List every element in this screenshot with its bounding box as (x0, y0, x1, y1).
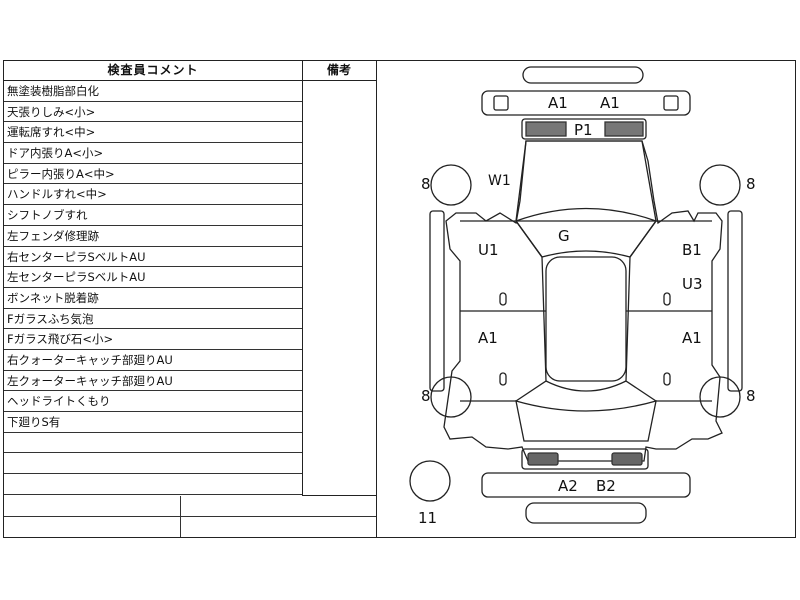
comment-row: ドア内張りA<小> (4, 143, 302, 164)
comment-row (4, 453, 302, 475)
footer-grid (4, 496, 376, 537)
comment-row (4, 474, 302, 495)
comment-row: 無塗装樹脂部白化 (4, 81, 302, 102)
notes-column (302, 81, 376, 496)
comment-row: ボンネット脱着跡 (4, 288, 302, 309)
left-doors (460, 220, 547, 402)
front-bumper (481, 90, 691, 116)
comment-row: 右センターピラSベルトAU (4, 247, 302, 268)
car-damage-diagram: A1 A1 P1 W1 G U1 A1 (376, 61, 795, 537)
windshield-label: W1 (488, 173, 511, 189)
comment-row: 下廻りS有 (4, 412, 302, 433)
tire-rear-left (430, 376, 472, 418)
rear-bumper-label-1: A2 (558, 477, 578, 495)
spare-tire-label: 11 (418, 509, 437, 527)
right-doors (625, 220, 712, 402)
grille-label: P1 (574, 121, 593, 139)
left-front-door-label: U1 (478, 241, 499, 259)
right-rear-door-label: A1 (682, 329, 702, 347)
comment-row: シフトノブすれ (4, 205, 302, 226)
trunk (515, 400, 657, 442)
rear-bumper-label-2: B2 (596, 477, 616, 495)
front-grille (521, 118, 647, 140)
comment-row (4, 433, 302, 454)
tire-front-left (430, 164, 472, 206)
right-side-skirt (727, 210, 743, 392)
front-bumper-label-1: A1 (548, 94, 568, 112)
comment-row: ピラー内張りA<中> (4, 164, 302, 185)
comment-header: 検査員コメント (4, 61, 303, 81)
tire-fl-label: 8 (421, 175, 431, 193)
comment-row: 左クォーターキャッチ部廻りAU (4, 371, 302, 392)
rear-panel (521, 448, 649, 470)
comment-row: 運転席すれ<中> (4, 122, 302, 144)
front-bumper-label-2: A1 (600, 94, 620, 112)
notes-header: 備考 (302, 61, 376, 81)
comment-row: ハンドルすれ<中> (4, 184, 302, 206)
left-side-skirt (429, 210, 445, 392)
spare-tire (409, 460, 451, 502)
tire-rr-label: 8 (746, 387, 756, 405)
comment-row: 左フェンダ修理跡 (4, 226, 302, 247)
rear-bumper (481, 472, 691, 498)
right-mid-label: U3 (682, 275, 703, 293)
inspection-sheet: 検査員コメント 備考 無塗装樹脂部白化天張りしみ<小>運転席すれ<中>ドア内張り… (3, 60, 796, 538)
comment-row: 左センターピラSベルトAU (4, 267, 302, 288)
right-front-door-label: B1 (682, 241, 702, 259)
comment-row: Fガラス飛び石<小> (4, 329, 302, 350)
comment-panel: 検査員コメント 備考 無塗装樹脂部白化天張りしみ<小>運転席すれ<中>ドア内張り… (4, 61, 377, 537)
tire-front-right (699, 164, 741, 206)
tire-fr-label: 8 (746, 175, 756, 193)
front-top-bar (522, 66, 644, 84)
car-body-outline (443, 140, 723, 462)
comment-row: 天張りしみ<小> (4, 102, 302, 123)
roof (545, 256, 627, 382)
comment-row: Fガラスふち気泡 (4, 309, 302, 330)
rear-bottom-bar (525, 502, 647, 524)
tire-rl-label: 8 (421, 387, 431, 405)
left-rear-door-label: A1 (478, 329, 498, 347)
comment-list: 無塗装樹脂部白化天張りしみ<小>運転席すれ<中>ドア内張りA<小>ピラー内張りA… (4, 81, 302, 495)
comment-row: ヘッドライトくもり (4, 391, 302, 412)
hood-label: G (558, 227, 570, 245)
tire-rear-right (699, 376, 741, 418)
comment-row: 右クォーターキャッチ部廻りAU (4, 350, 302, 371)
